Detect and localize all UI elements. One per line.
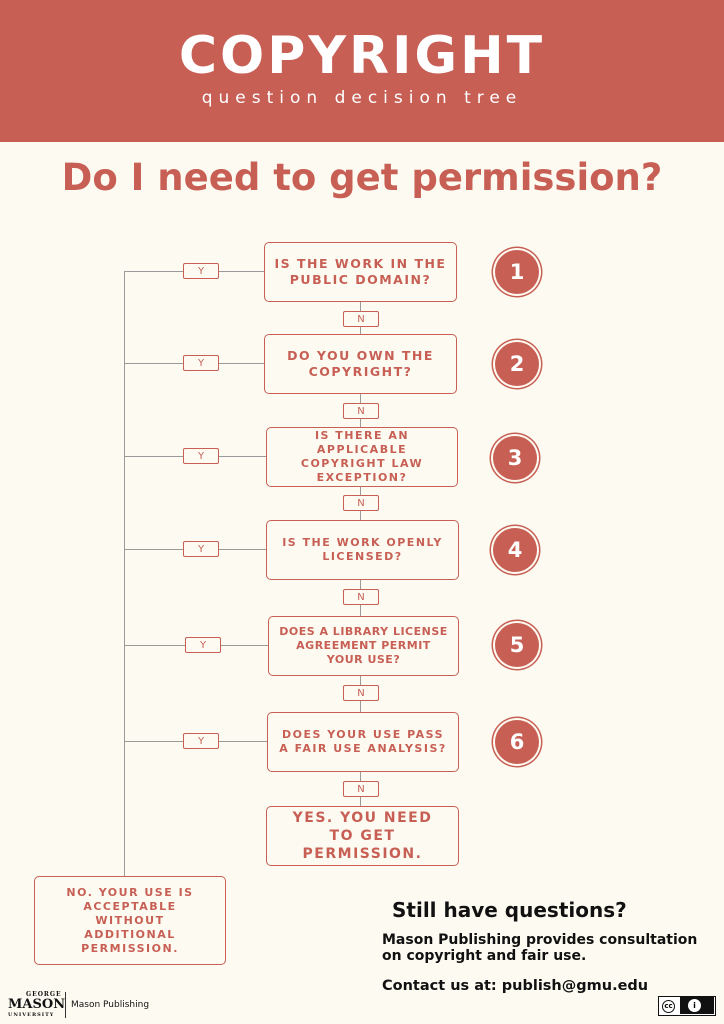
no-chip-3: N — [343, 495, 379, 511]
yes-chip-5: Y — [185, 637, 221, 653]
header-subtitle: question decision tree — [201, 88, 523, 108]
attribution-icon: i — [688, 999, 701, 1012]
mason-publishing-logo: GEORGE MASON UNIVERSITY Mason Publishing — [8, 990, 149, 1020]
outcome-no-box: NO. YOUR USE IS ACCEPTABLE WITHOUT ADDIT… — [34, 876, 226, 965]
question-box-3: IS THERE AN APPLICABLE COPYRIGHT LAW EXC… — [266, 427, 458, 487]
step-number-2: 2 — [495, 342, 539, 386]
step-number-5: 5 — [495, 623, 539, 667]
cc-icon: cc — [662, 999, 675, 1013]
outcome-yes-box: YES. YOU NEED TO GET PERMISSION. — [266, 806, 459, 866]
gmu-logo-mark: GEORGE MASON UNIVERSITY — [8, 991, 66, 1018]
step-number-1: 1 — [495, 250, 539, 294]
yes-chip-2: Y — [183, 355, 219, 371]
yes-chip-4: Y — [183, 541, 219, 557]
yes-chip-1: Y — [183, 263, 219, 279]
step-number-3: 3 — [493, 436, 537, 480]
no-chip-2: N — [343, 403, 379, 419]
question-box-6: DOES YOUR USE PASS A FAIR USE ANALYSIS? — [267, 712, 459, 772]
still-have-questions: Still have questions? — [392, 898, 627, 922]
contact-email-text: Contact us at: publish@gmu.edu — [382, 978, 649, 994]
header-banner: COPYRIGHT question decision tree — [0, 0, 724, 142]
question-box-4: IS THE WORK OPENLY LICENSED? — [266, 520, 459, 580]
no-chip-4: N — [343, 589, 379, 605]
main-question: Do I need to get permission? — [61, 156, 663, 199]
no-chip-6: N — [343, 781, 379, 797]
step-number-6: 6 — [495, 720, 539, 764]
no-chip-5: N — [343, 685, 379, 701]
logo-text: Mason Publishing — [71, 1000, 150, 1010]
no-chip-1: N — [343, 311, 379, 327]
step-number-4: 4 — [493, 528, 537, 572]
yes-chip-3: Y — [183, 448, 219, 464]
logo-divider — [65, 992, 66, 1018]
header-title: COPYRIGHT — [178, 26, 546, 86]
yes-chip-6: Y — [183, 733, 219, 749]
consultation-description: Mason Publishing provides consultation o… — [382, 932, 698, 964]
left-vertical-connector — [124, 271, 125, 876]
question-box-1: IS THE WORK IN THE PUBLIC DOMAIN? — [264, 242, 457, 302]
question-box-5: DOES A LIBRARY LICENSE AGREEMENT PERMIT … — [268, 616, 459, 676]
cc-by-license-badge: cc i — [658, 996, 716, 1016]
question-box-2: DO YOU OWN THE COPYRIGHT? — [264, 334, 457, 394]
